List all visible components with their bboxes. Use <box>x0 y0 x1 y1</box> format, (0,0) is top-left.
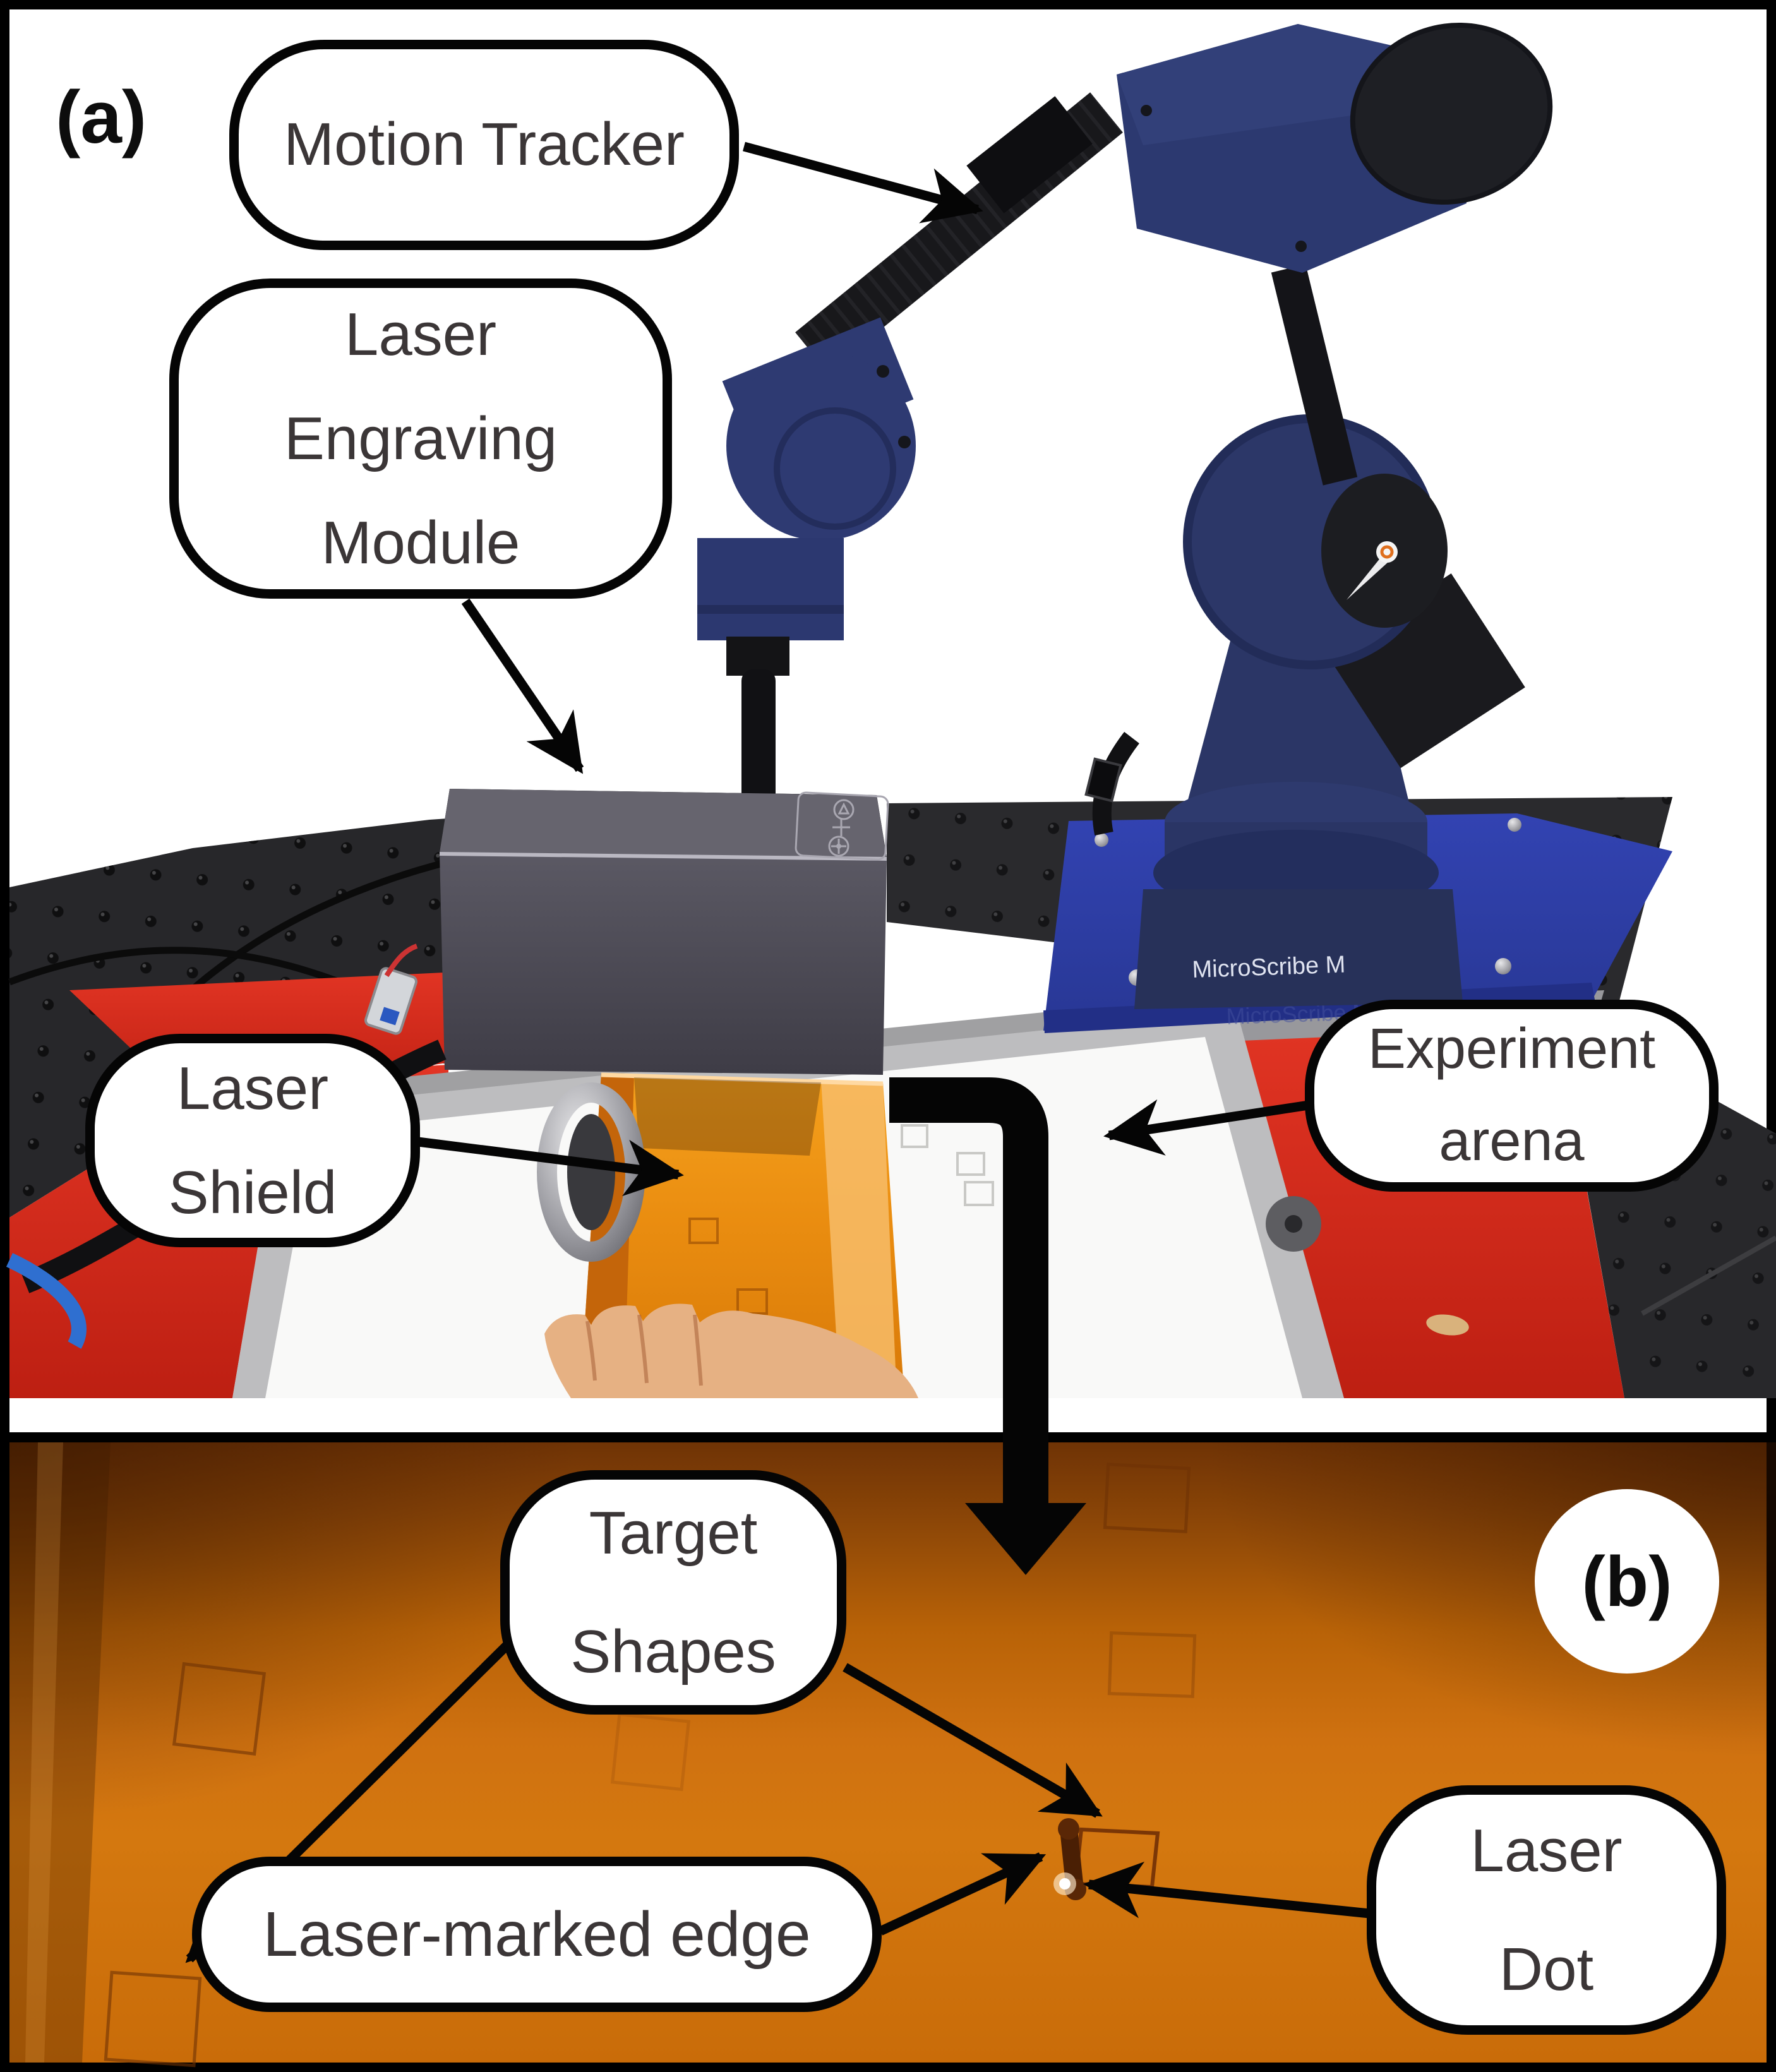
arrow-motion-tracker <box>743 141 983 224</box>
callout-motion-tracker-text: Motion Tracker <box>284 111 685 179</box>
module-touch-panel <box>795 791 889 861</box>
disc-needle <box>1347 554 1388 600</box>
frame-button-icon <box>833 799 855 820</box>
edge-text: Laser-marked edge <box>263 1898 811 1970</box>
microscribe-arm-base: MicroScribe M <box>1084 638 1463 1009</box>
red-wire <box>384 943 418 978</box>
callout-experiment-arena: Experiment arena <box>1305 1000 1719 1192</box>
base-label: MicroScribe M <box>1192 952 1346 983</box>
finger-lines <box>585 1314 703 1386</box>
zoom-arrow <box>889 1077 1086 1575</box>
dot-line-2: Dot <box>1499 1935 1594 2003</box>
lem-line-1: Laser <box>344 300 497 368</box>
tube-sleeve <box>966 96 1093 213</box>
lem-line-3: Module <box>321 509 520 577</box>
plate-screw <box>1508 818 1521 832</box>
arena-line-2: arena <box>1439 1110 1585 1173</box>
target-line-1: Target <box>589 1499 758 1567</box>
panel-a-label: (a) <box>56 76 147 159</box>
arena-line-1: Experiment <box>1367 1017 1656 1081</box>
laser-shield-area <box>537 1072 918 1398</box>
panel-gap <box>9 1398 1767 1432</box>
module-seen-through-shield <box>634 1077 821 1156</box>
plate-screw <box>1095 833 1108 847</box>
plate-screw <box>1495 958 1511 974</box>
shield-line-2: Shield <box>168 1159 337 1226</box>
target-squares <box>104 1463 1197 2068</box>
disc-logo <box>1376 541 1398 563</box>
base-box <box>1134 889 1463 1009</box>
lem-line-2: Engraving <box>284 404 558 472</box>
shield-edge-shadow <box>9 1442 111 2063</box>
strap-buckle <box>1084 757 1122 803</box>
callout-laser-engraving-module: Laser Engraving Module <box>169 278 672 599</box>
zoom-arrow-head <box>965 1503 1086 1575</box>
shield-top-rim <box>601 1072 884 1086</box>
callout-laser-marked-edge: Laser-marked edge <box>192 1857 882 2012</box>
board-chip <box>380 1007 400 1026</box>
wrist-cam <box>774 407 896 530</box>
vignette-top-left <box>9 1442 578 1821</box>
breakout-board <box>364 967 418 1035</box>
scratch <box>1641 1235 1776 1316</box>
arrow-laser-marked-edge <box>878 1852 1047 1936</box>
laser-module <box>439 789 889 1075</box>
shield-right-edge <box>821 1080 897 1398</box>
callout-laser-dot: Laser Dot <box>1367 1785 1726 2035</box>
stem-collar <box>726 637 789 676</box>
hand <box>544 1303 918 1398</box>
wood-dowel <box>1426 1314 1469 1336</box>
callout-laser-shield: Laser Shield <box>85 1034 420 1247</box>
arrow-target-shapes-right <box>843 1663 1103 1818</box>
lens-ring-inner <box>567 1114 615 1230</box>
ribbed-tube <box>795 92 1123 373</box>
arena-faint-targets <box>901 1124 994 1206</box>
module-rim <box>439 852 887 861</box>
panel-b-label: (b) <box>1581 1542 1672 1621</box>
crosshair-icon <box>828 835 849 857</box>
laser-dot <box>1059 1878 1071 1889</box>
blue-cable <box>6 1253 87 1349</box>
arrow-experiment-arena <box>1103 1099 1310 1156</box>
arrow-laser-dot <box>1083 1861 1370 1919</box>
plus-icon <box>832 818 850 836</box>
wrist-box <box>697 538 844 640</box>
top-joint <box>1117 22 1553 273</box>
arm-rod-vertical <box>1271 264 1358 486</box>
shield-line-1: Laser <box>176 1054 329 1122</box>
target-line-2: Shapes <box>570 1617 776 1686</box>
dot-line-1: Laser <box>1470 1817 1623 1885</box>
arrow-laser-shield <box>417 1137 684 1197</box>
arrow-laser-module <box>461 598 584 774</box>
shield-edge-streak <box>25 1442 63 2063</box>
target-square-outline <box>1073 1827 1160 1889</box>
callout-target-shapes: Target Shapes <box>500 1470 846 1715</box>
panel-b-badge: (b) <box>1535 1489 1719 1674</box>
callout-motion-tracker: Motion Tracker <box>229 40 739 250</box>
shoulder-joint <box>1183 414 1525 769</box>
top-joint-disc <box>1350 22 1553 205</box>
